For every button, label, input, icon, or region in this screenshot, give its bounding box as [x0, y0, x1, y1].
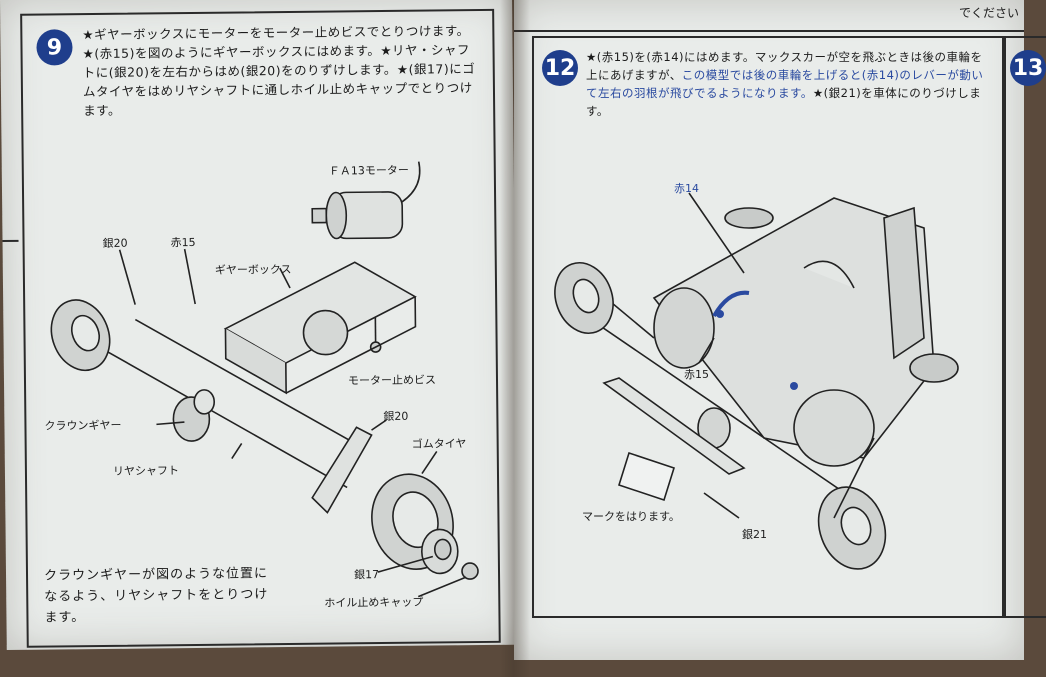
- book-gutter: [500, 0, 530, 677]
- label-crown-gear: クラウンギヤー: [44, 418, 122, 433]
- page-divider-line: [514, 30, 1024, 32]
- label-wheel-cap: ホイル止めキャップ: [324, 595, 424, 610]
- label-motor-screw: モーター止めビス: [347, 373, 437, 388]
- label-aka14: 赤14: [674, 182, 699, 195]
- page-edge-line: [2, 239, 19, 242]
- label-gin20-top: 銀20: [102, 236, 128, 250]
- label-gin20-bottom: 銀20: [383, 409, 409, 424]
- step-12-badge: 12: [542, 50, 578, 86]
- step-12-panel: 12 ★(赤15)を(赤14)にはめます。マックスカーが空を飛ぶときは後の車輪を…: [532, 36, 1004, 618]
- label-gin21: 銀21: [742, 528, 767, 541]
- step-12-instruction-a: ★(赤15)を(赤14)にはめます。マックスカーが空を飛ぶときは後の車輪を上にあ…: [586, 50, 983, 82]
- step-13-panel-partial: 13: [1004, 36, 1046, 618]
- top-text-fragment: でください: [959, 6, 1020, 20]
- right-manual-page: でください 12 ★(赤15)を(赤14)にはめます。マックスカーが空を飛ぶとき…: [514, 0, 1046, 660]
- label-fa13-motor: ＦＡ13モーター: [328, 163, 409, 178]
- step-12-illustration: [554, 192, 959, 570]
- step-12-instruction-c: ★(銀21)を車体にのりづけします。: [586, 86, 982, 118]
- label-aka15: 赤15: [170, 235, 196, 250]
- step-9-illustration: [50, 161, 479, 598]
- label-rubber-tire: ゴムタイヤ: [411, 437, 467, 451]
- step-12-instruction-b: この模型では後の車輪を上げると(赤14)のレバーが動いて左右の羽根が飛びでるよう…: [586, 68, 984, 100]
- label-aka15-right: 赤15: [684, 368, 709, 381]
- left-manual-page: 9 ★ギヤーボックスにモーターをモーター止めビスでとりつけます。★(赤15)を図…: [0, 0, 519, 650]
- step-13-badge: 13: [1010, 50, 1046, 86]
- step-9-note: クラウンギヤーが図のような位置になるよう、リヤシャフトをとりつけます。: [43, 566, 269, 626]
- label-mark: マークをはります。: [582, 510, 680, 523]
- label-rear-shaft: リヤシャフト: [112, 464, 180, 478]
- label-gearbox: ギヤーボックス: [214, 262, 292, 277]
- step-9-panel: 9 ★ギヤーボックスにモーターをモーター止めビスでとりつけます。★(赤15)を図…: [20, 8, 501, 648]
- label-gin17: 銀17: [353, 568, 380, 582]
- step-12-instruction: ★(赤15)を(赤14)にはめます。マックスカーが空を飛ぶときは後の車輪を上にあ…: [586, 48, 990, 120]
